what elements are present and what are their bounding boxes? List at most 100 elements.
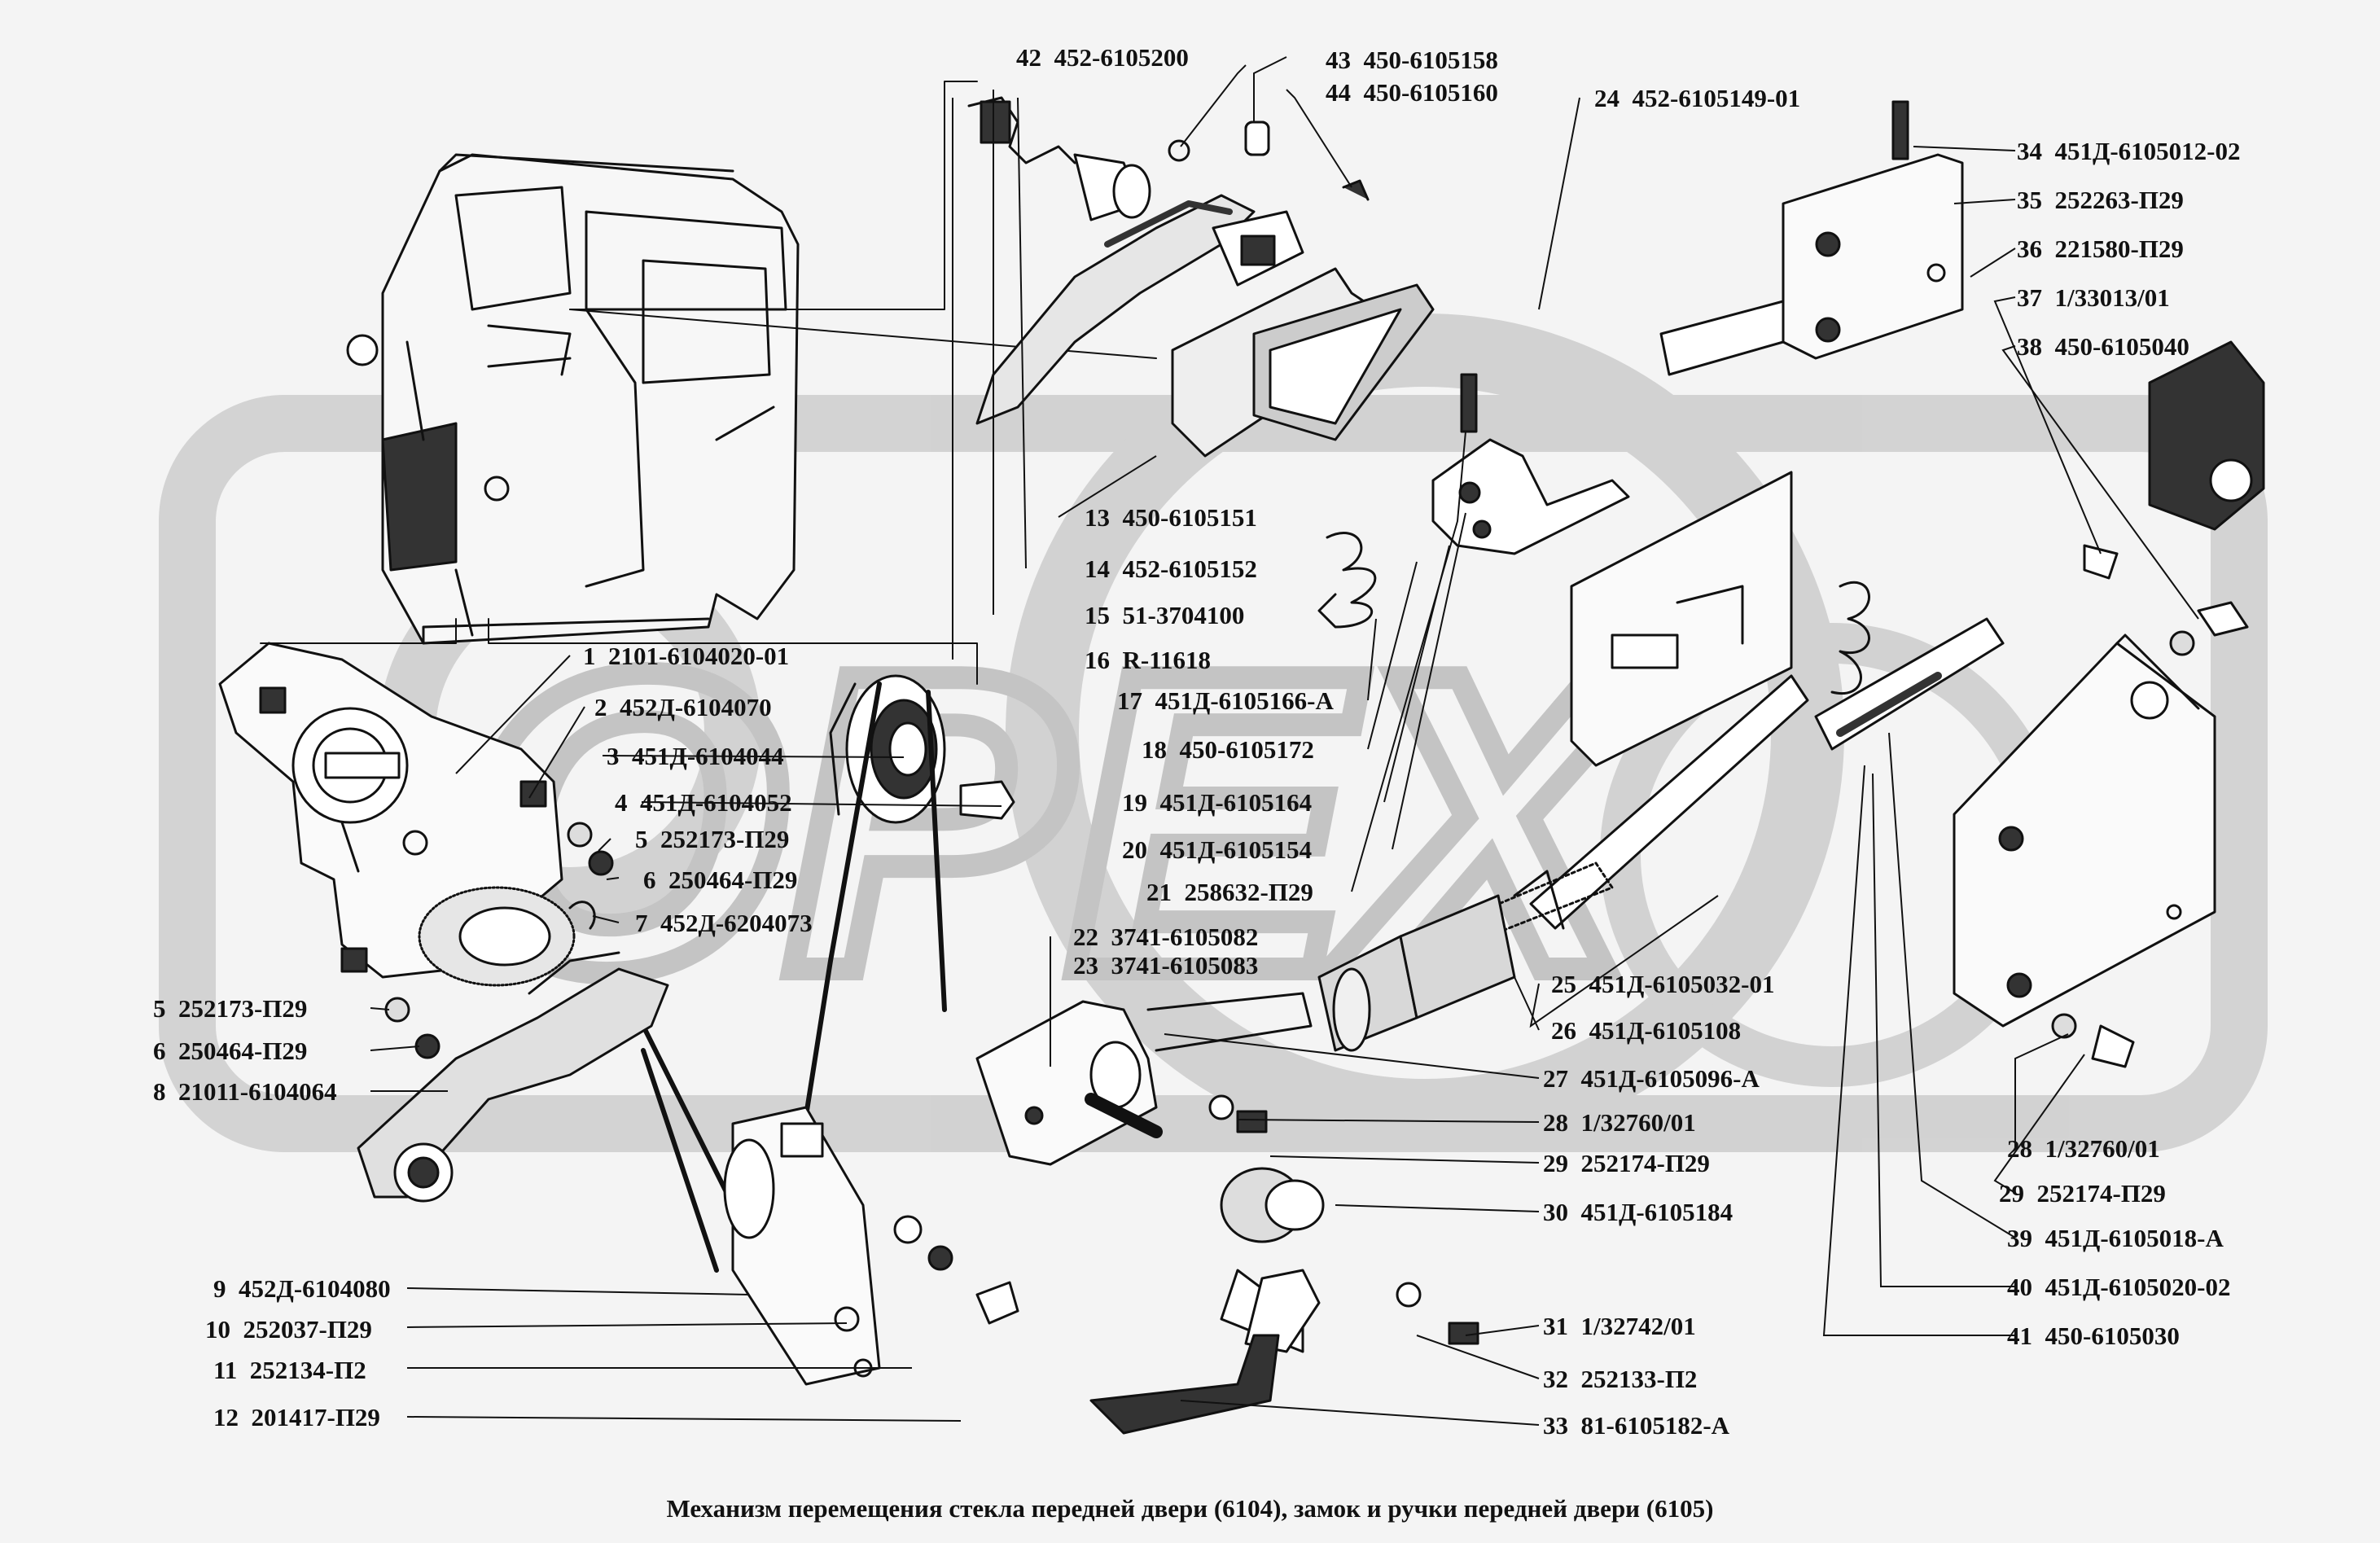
part-label-36: 36 221580-П29 [2017,236,2184,261]
part-number: 4 [615,788,628,817]
part-label-26: 26 451Д-6105108 [1551,1018,1741,1043]
part-label-13: 13 450-6105151 [1085,505,1257,530]
part-code: 451Д-6105184 [1580,1198,1733,1226]
part-label-9: 9 452Д-6104080 [213,1276,391,1301]
part-label-32: 32 252133-П2 [1543,1366,1697,1392]
part-code: 252133-П2 [1580,1365,1698,1393]
part-code: 452Д-6104070 [620,693,772,721]
part-code: 3741-6105083 [1111,951,1259,980]
part-number: 28 [2007,1134,2032,1163]
part-code: 252174-П29 [1580,1149,1710,1177]
return-springs [1317,532,1870,695]
part-code: 451Д-6104044 [632,742,784,770]
part-code: 450-6105040 [2054,332,2189,361]
part-code: 2101-6104020-01 [608,642,790,670]
part-code: 451Д-6104052 [640,788,792,817]
part-code: 1/32760/01 [2045,1134,2160,1163]
part-number: 16 [1085,646,1110,674]
part-number: 30 [1543,1198,1568,1226]
part-label-28: 28 1/32760/01 [2007,1136,2160,1161]
regulator-drum [829,674,946,824]
part-label-27: 27 451Д-6105096-А [1543,1066,1760,1091]
part-number: 39 [2007,1224,2032,1252]
push-button-pads [1317,894,1516,1052]
part-number: 17 [1117,686,1142,715]
part-label-30: 30 451Д-6105184 [1543,1199,1733,1225]
part-number: 24 [1594,84,1620,112]
part-number: 22 [1073,923,1098,951]
part-label-11: 11 252134-П2 [213,1357,366,1383]
part-code: 450-6105160 [1363,78,1498,107]
part-code: 1/33013/01 [2054,283,2170,312]
part-code: 450-6105030 [2045,1322,2180,1350]
part-number: 35 [2017,186,2042,214]
part-label-40: 40 451Д-6105020-02 [2007,1274,2230,1300]
door-lock-lower [1953,633,2216,1028]
part-label-4: 4 451Д-6104052 [615,790,792,815]
lock-screws-right [2051,544,2249,1068]
part-number: 29 [1543,1149,1568,1177]
part-code: 1/32742/01 [1580,1312,1696,1340]
part-label-23: 23 3741-6105083 [1073,953,1258,978]
part-label-18: 18 450-6105172 [1142,737,1314,762]
part-label-41: 41 450-6105030 [2007,1323,2180,1348]
part-label-29: 29 252174-П29 [1999,1181,2166,1206]
part-number: 3 [607,742,620,770]
part-code: 252134-П2 [249,1356,366,1384]
part-label-37: 37 1/33013/01 [2017,285,2170,310]
part-code: 250464-П29 [178,1037,308,1065]
part-number: 8 [153,1077,166,1106]
part-label-15: 15 51-3704100 [1085,603,1244,628]
part-number: 13 [1085,503,1110,532]
part-number: 10 [205,1315,230,1344]
part-label-38: 38 450-6105040 [2017,334,2189,359]
part-number: 18 [1142,735,1167,764]
part-number: 21 [1146,878,1172,906]
handle-gasket-plates [1171,267,1435,458]
part-code: 451Д-6105154 [1159,835,1313,864]
part-label-10: 10 252037-П29 [205,1317,372,1342]
part-label-14: 14 452-6105152 [1085,556,1257,581]
part-number: 15 [1085,601,1110,629]
inner-handle-parts [1089,1094,1479,1435]
part-number: 6 [153,1037,166,1065]
regulator-crank-handle [357,951,669,1203]
part-label-20: 20 451Д-6105154 [1122,837,1312,862]
vehicle-cab-illustration [346,153,800,645]
part-code: 252263-П29 [2054,186,2184,214]
part-number: 5 [635,825,648,853]
part-number: 2 [594,693,607,721]
part-code: 451Д-6105020-02 [2045,1273,2231,1301]
part-number: 41 [2007,1322,2032,1350]
part-number: 28 [1543,1108,1568,1137]
part-label-39: 39 451Д-6105018-А [2007,1225,2224,1251]
part-number: 34 [2017,137,2042,165]
part-label-7: 7 452Д-6204073 [635,910,813,936]
part-label-35: 35 252263-П29 [2017,187,2184,213]
part-number: 20 [1122,835,1147,864]
regulator-pulley-bracket [723,1106,881,1386]
part-code: 250464-П29 [668,866,798,894]
part-label-19: 19 451Д-6105164 [1122,790,1312,815]
label-leader-lines [370,56,2199,1426]
part-label-22: 22 3741-6105082 [1073,924,1258,949]
part-number: 9 [213,1274,226,1303]
part-number: 25 [1551,970,1576,998]
part-code: 3741-6105082 [1111,923,1259,951]
part-code: 221580-П29 [2054,235,2184,263]
part-code: 81-6105182-А [1580,1411,1730,1440]
part-label-12: 12 201417-П29 [213,1405,380,1430]
diagram-caption: Механизм перемещения стекла передней две… [666,1494,1714,1523]
part-code: R-11618 [1122,646,1212,674]
part-number: 14 [1085,555,1110,583]
part-label-2: 2 452Д-6104070 [594,695,772,720]
part-label-1: 1 2101-6104020-01 [583,643,789,668]
part-number: 19 [1122,788,1147,817]
part-code: 1/32760/01 [1580,1108,1696,1137]
part-number: 29 [1999,1179,2024,1208]
part-label-34: 34 451Д-6105012-02 [2017,138,2240,164]
part-code: 252173-П29 [178,994,308,1023]
part-number: 42 [1016,43,1041,72]
part-label-44: 44 450-6105160 [1326,80,1498,105]
part-label-24: 24 452-6105149-01 [1594,85,1800,111]
